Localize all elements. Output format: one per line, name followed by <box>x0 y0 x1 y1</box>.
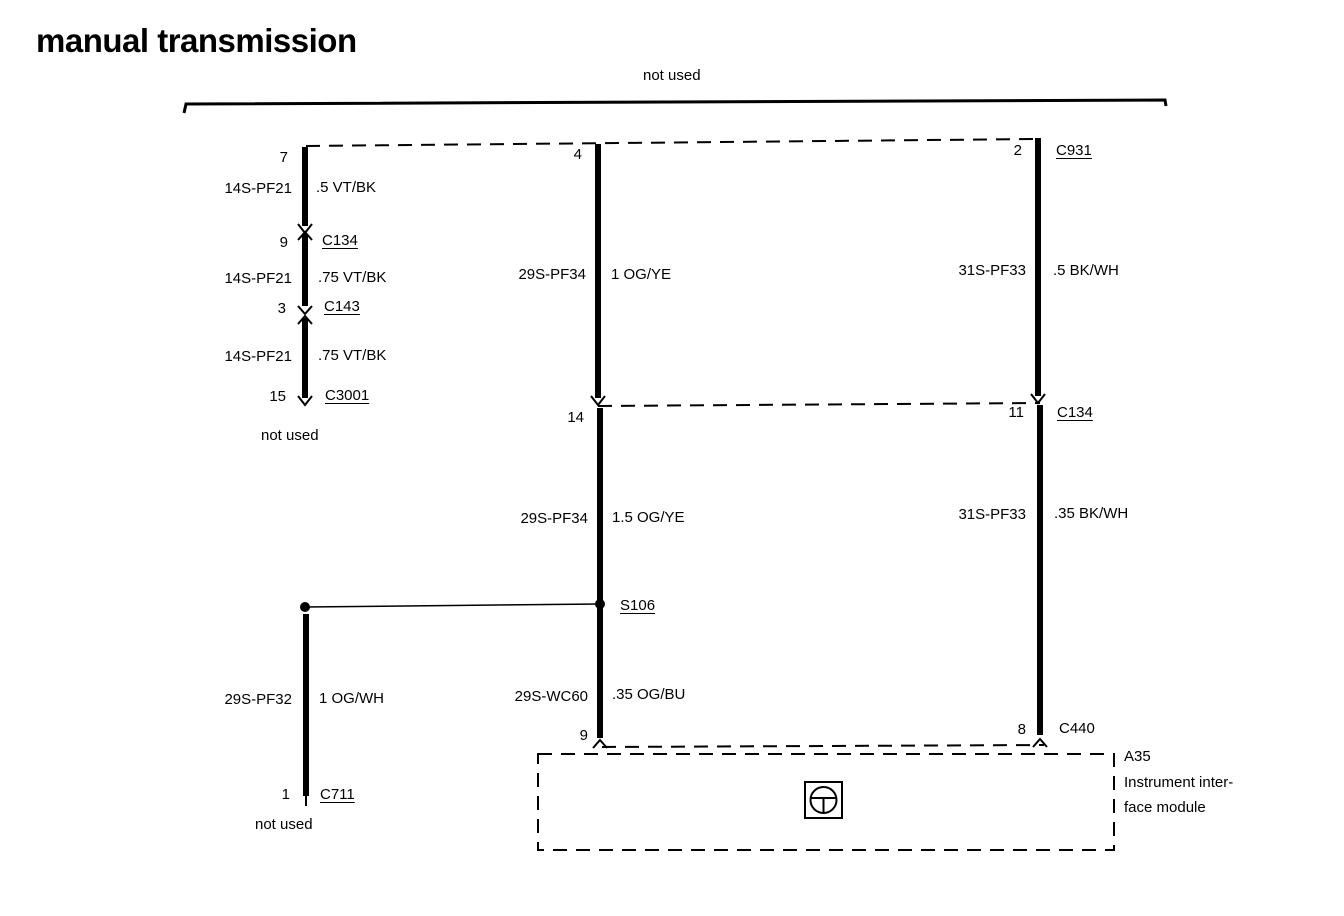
right-wire2-spec: .35 BK/WH <box>1054 505 1129 522</box>
right-connector-c440: C440 <box>1059 720 1095 737</box>
left-connector-c143: C143 <box>324 298 360 315</box>
left-not-used-label: not used <box>261 427 319 444</box>
c440-connector-dashed-line <box>601 744 1045 748</box>
center-wire1-circuit: 29S-PF34 <box>518 266 586 283</box>
left-connector-c3001: C3001 <box>325 387 370 404</box>
splice-connector-c711: C711 <box>320 786 355 803</box>
splice-wire-circuit: 29S-PF32 <box>224 691 292 708</box>
center-branch-wires <box>590 144 608 749</box>
right-pin-2: 2 <box>1013 142 1022 159</box>
right-branch-wires <box>1030 138 1048 748</box>
left-wire2-spec: .75 VT/BK <box>318 269 387 286</box>
steering-wheel-icon <box>804 781 843 819</box>
left-pin-7: 7 <box>279 149 288 166</box>
right-wire1-circuit: 31S-PF33 <box>958 262 1026 279</box>
splice-branch-wires <box>303 603 601 806</box>
splice-not-used-label: not used <box>255 816 313 833</box>
left-connector-c134: C134 <box>322 232 358 249</box>
not-used-bracket <box>182 98 1168 114</box>
module-name-line2: face module <box>1124 799 1206 816</box>
right-wire1-spec: .5 BK/WH <box>1053 262 1119 279</box>
center-wire2-circuit: 29S-PF34 <box>520 510 588 527</box>
c134-connector-dashed-line <box>597 402 1041 407</box>
right-pin-8: 8 <box>1017 721 1026 738</box>
center-wire3-circuit: 29S-WC60 <box>514 688 588 705</box>
splice-branch-dot <box>300 602 310 612</box>
left-pin-3: 3 <box>277 300 286 317</box>
left-pin-9: 9 <box>279 234 288 251</box>
splice-pin-1: 1 <box>281 786 290 803</box>
right-pin-11: 11 <box>1008 404 1024 421</box>
left-wire3-spec: .75 VT/BK <box>318 347 387 364</box>
left-wire2-circuit: 14S-PF21 <box>224 270 292 287</box>
center-pin-14: 14 <box>567 409 584 426</box>
splice-wire-spec: 1 OG/WH <box>319 690 385 707</box>
center-pin-4: 4 <box>573 146 582 163</box>
splice-s106-label: S106 <box>620 597 656 614</box>
module-name-line1: Instrument inter- <box>1124 774 1234 791</box>
center-wire1-spec: 1 OG/YE <box>611 266 672 283</box>
page-title: manual transmission <box>36 22 357 59</box>
left-wire1-circuit: 14S-PF21 <box>224 180 292 197</box>
right-connector-c134: C134 <box>1057 404 1093 421</box>
center-pin-9: 9 <box>579 727 588 744</box>
left-wire3-circuit: 14S-PF21 <box>224 348 292 365</box>
top-not-used-label: not used <box>643 67 701 84</box>
right-wire2-circuit: 31S-PF33 <box>958 506 1026 523</box>
top-connector-dashed-line <box>305 138 1039 147</box>
left-pin-15: 15 <box>269 388 286 405</box>
right-connector-c931: C931 <box>1056 142 1092 159</box>
module-id-label: A35 <box>1124 748 1151 765</box>
instrument-interface-module-box <box>537 753 1115 851</box>
left-wire1-spec: .5 VT/BK <box>316 179 377 196</box>
center-wire2-spec: 1.5 OG/YE <box>612 509 685 526</box>
left-branch-wires <box>297 147 313 407</box>
center-wire3-spec: .35 OG/BU <box>612 686 686 703</box>
